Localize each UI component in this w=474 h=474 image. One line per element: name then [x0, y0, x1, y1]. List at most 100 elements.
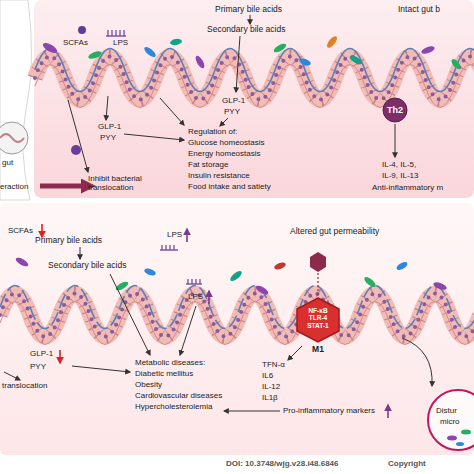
- arrow: [72, 366, 130, 372]
- annotation-label: Diabetic mellitus: [135, 369, 193, 378]
- bacterium: [41, 41, 58, 55]
- annotation-label: micro: [440, 417, 460, 426]
- gut-inset: [0, 122, 28, 154]
- bacterium: [273, 261, 286, 271]
- bacterium: [194, 54, 206, 69]
- annotation-label: Cardiovascular diseases: [135, 391, 222, 400]
- annotation-label: GLP-1: [222, 96, 245, 105]
- annotation-label: SCFAs: [63, 38, 88, 47]
- annotation-label: IL-12: [262, 382, 280, 391]
- annotation-label: GLP-1: [30, 349, 53, 358]
- th-cell: [383, 98, 407, 122]
- bacterium: [78, 26, 86, 34]
- annotation-label: Food intake and satiety: [188, 182, 271, 191]
- bacterium: [143, 45, 158, 59]
- bacterium: [450, 57, 462, 70]
- annotation-label: PYY: [224, 107, 240, 116]
- annotation-label: Copyright: [388, 459, 426, 468]
- annotation-label: Inhibit bacterial translocation: [88, 174, 152, 192]
- annotation-label: LPS: [113, 38, 128, 47]
- increase-arrow: [208, 291, 210, 304]
- arrow: [180, 306, 196, 355]
- arrow: [68, 100, 88, 172]
- macrophage-cell: NF-κB TLR-4 STAT-1M1: [295, 296, 341, 358]
- annotation-label: Anti-inflammatory m: [372, 183, 443, 192]
- annotation-label: DOI: 10.3748/wjg.v28.i48.6846: [226, 459, 339, 468]
- annotation-label: gut: [2, 158, 13, 167]
- epithelium: [35, 57, 474, 100]
- annotation-label: SCFAs: [8, 226, 33, 235]
- annotation-label: Altered gut permeability: [290, 227, 379, 237]
- annotation-label: Secondary bile acids: [207, 25, 285, 35]
- annotation-label: IL6: [262, 371, 273, 380]
- arrow: [4, 372, 20, 380]
- annotation-label: Obesity: [135, 380, 162, 389]
- bacterium: [298, 57, 311, 67]
- person-silhouette: [0, 0, 32, 200]
- increase-arrow: [186, 229, 188, 242]
- decrease-arrow: [59, 350, 61, 363]
- arrow: [80, 247, 81, 259]
- annotation-label: IL1β: [262, 393, 278, 402]
- bacterium: [170, 38, 183, 46]
- cell-borders: [35, 57, 474, 100]
- annotation-label: Fat storage: [188, 160, 228, 169]
- annotation-label: Metabolic diseases:: [135, 358, 205, 367]
- bacterium: [114, 280, 129, 292]
- bacterium: [325, 35, 339, 50]
- annotation-label: Insulin resistance: [188, 171, 250, 180]
- increase-arrow: [387, 405, 389, 418]
- node-text: M1: [295, 345, 341, 354]
- bacterium: [272, 42, 287, 54]
- annotation-label: TFN-α: [262, 360, 285, 369]
- annotation-label: Primary bile acids: [35, 236, 102, 246]
- lps-molecule: [160, 245, 178, 250]
- annotation-label: Energy homeostasis: [188, 149, 260, 158]
- curved-arrow: [402, 338, 432, 386]
- bacterium: [461, 430, 471, 435]
- bacterium: [395, 260, 408, 271]
- bacterium: [432, 281, 447, 291]
- arrow: [250, 15, 251, 24]
- bacterium: [447, 436, 457, 441]
- node-text: NF-κB TLR-4 STAT-1: [305, 307, 331, 329]
- bacterium: [348, 54, 363, 66]
- bacterium: [254, 284, 269, 296]
- annotation-label: LPS: [167, 230, 182, 239]
- annotation-label: IL-9, IL-13: [382, 171, 418, 180]
- lps-molecule: [106, 30, 126, 36]
- annotation-label: Regulation of:: [188, 127, 237, 136]
- basal-border: [35, 65, 474, 108]
- bacterium: [456, 442, 464, 446]
- gut-inset-wave: [0, 134, 24, 142]
- lps-molecule: [186, 279, 202, 284]
- transition-arrow: [40, 184, 90, 189]
- apical-border: [0, 286, 474, 329]
- bacterium: [229, 269, 244, 283]
- annotation-label: Pro-inflammatory markers: [283, 406, 375, 415]
- annotation-label: Primary bile acids: [215, 5, 282, 15]
- annotation-label: Intact gut b: [398, 5, 440, 15]
- arrow: [160, 98, 184, 125]
- arrow: [288, 346, 302, 360]
- microbiota-circle: [428, 390, 474, 450]
- arrow: [236, 36, 240, 92]
- annotation-label: GLP-1: [98, 122, 121, 131]
- annotation-label: Hypercholesterolemia: [135, 402, 212, 411]
- annotation-label: Glucose homeostasis: [188, 138, 264, 147]
- arrow: [224, 411, 280, 412]
- annotation-label: Secondary bile acids: [48, 261, 126, 271]
- annotation-label: LPS: [188, 292, 203, 301]
- bacterium: [87, 50, 102, 60]
- bacterium: [363, 275, 378, 289]
- annotation-label: PYY: [100, 133, 116, 142]
- bacterium: [14, 256, 29, 268]
- arrow: [106, 96, 108, 120]
- macrophage-shape: [297, 298, 339, 342]
- arrow: [220, 118, 228, 126]
- cell-circle: Th2: [382, 97, 408, 123]
- cell-nuclei: [35, 57, 474, 100]
- permeability-marker: [310, 252, 326, 272]
